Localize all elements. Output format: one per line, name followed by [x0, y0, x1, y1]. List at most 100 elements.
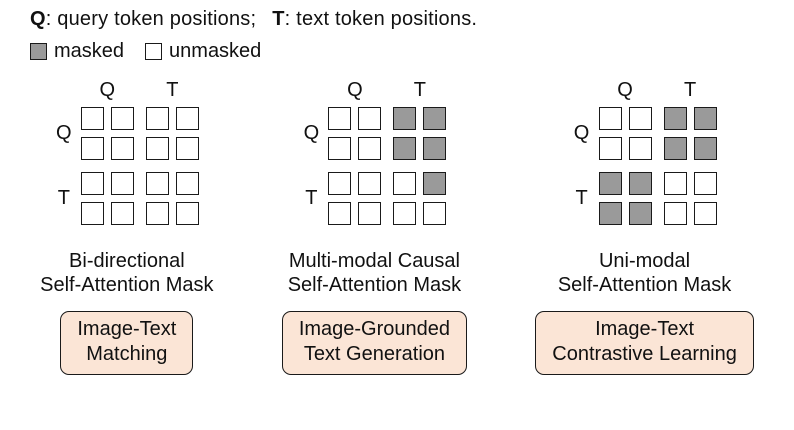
- mask-block: [80, 107, 134, 160]
- mask-block: [598, 107, 652, 160]
- unmasked-cell: [393, 172, 417, 195]
- unmasked-cell: [693, 172, 717, 195]
- mask-grid: [598, 107, 717, 225]
- col-label-t: T: [413, 79, 427, 101]
- mask-block: [663, 107, 717, 160]
- mask-block: [80, 172, 134, 225]
- mask-grid: [328, 107, 447, 225]
- panel-multimodal-causal: Q T Q T Multi-modal Causal Self-Attentio…: [281, 79, 468, 375]
- unmasked-cell: [80, 137, 104, 160]
- unmasked-cell: [110, 202, 134, 225]
- masked-cell: [598, 172, 622, 195]
- task-box-line2: Text Generation: [303, 342, 446, 365]
- masked-cell: [423, 137, 447, 160]
- unmasked-label: unmasked: [169, 40, 262, 62]
- row-label-q: Q: [56, 122, 72, 144]
- unmasked-cell: [663, 202, 687, 225]
- unmasked-cell: [598, 137, 622, 160]
- unmasked-cell: [145, 107, 169, 130]
- row-label-q: Q: [573, 122, 590, 144]
- caption-line1: Uni-modal: [598, 250, 691, 272]
- unmasked-cell: [598, 107, 622, 130]
- unmasked-cell: [175, 202, 199, 225]
- task-box-image-text-contrastive-learning: Image-Text Contrastive Learning: [535, 310, 754, 375]
- mask-caption: Uni-modal Self-Attention Mask: [558, 249, 731, 298]
- unmasked-cell: [328, 202, 352, 225]
- unmasked-cell: [358, 172, 382, 195]
- caption-line1: Multi-modal Causal: [288, 250, 460, 272]
- task-box-line1: Image-Text: [77, 317, 177, 340]
- mask-caption: Bi-directional Self-Attention Mask: [40, 249, 213, 298]
- row-label-t: T: [575, 187, 588, 209]
- unmasked-cell: [80, 172, 104, 195]
- mask-block: [328, 172, 382, 225]
- unmasked-cell: [328, 172, 352, 195]
- unmasked-cell: [80, 107, 104, 130]
- unmasked-cell: [110, 137, 134, 160]
- col-label-t: T: [166, 79, 179, 101]
- mask-block: [145, 172, 199, 225]
- unmasked-cell: [358, 107, 382, 130]
- unmasked-cell: [175, 107, 199, 130]
- caption-line2: Self-Attention Mask: [287, 274, 462, 297]
- mask-block: [393, 172, 447, 225]
- unmasked-cell: [145, 137, 169, 160]
- unmasked-cell: [80, 202, 104, 225]
- text-token-term: T: [272, 8, 285, 30]
- mask-block: [598, 172, 652, 225]
- unmasked-cell: [358, 202, 382, 225]
- unmasked-cell: [423, 202, 447, 225]
- unmasked-cell: [328, 107, 352, 130]
- column-labels: Q T: [328, 79, 446, 102]
- task-box-line1: Image-Grounded: [298, 317, 451, 340]
- col-label-q: Q: [617, 79, 633, 101]
- masked-cell: [393, 137, 417, 160]
- grid-row: Q T: [302, 107, 447, 225]
- row-label-q: Q: [303, 122, 320, 144]
- unmasked-cell: [110, 107, 134, 130]
- caption-line2: Self-Attention Mask: [557, 274, 732, 297]
- grid-row: Q T: [55, 107, 199, 225]
- task-box-line2: Matching: [86, 342, 168, 365]
- masked-cell: [628, 202, 652, 225]
- token-legend: Q: query token positions;T: text token p…: [0, 8, 794, 31]
- unmasked-cell: [145, 202, 169, 225]
- row-label-t: T: [57, 187, 70, 209]
- row-labels: Q T: [302, 107, 320, 225]
- masked-cell: [663, 107, 687, 130]
- mask-block: [393, 107, 447, 160]
- mask-grid: [80, 107, 199, 225]
- masked-cell: [663, 137, 687, 160]
- column-labels: Q T: [81, 79, 199, 102]
- masked-cell: [423, 107, 447, 130]
- unmasked-cell: [145, 172, 169, 195]
- task-box-image-text-matching: Image-Text Matching: [60, 310, 194, 375]
- query-token-desc: : query token positions;: [45, 8, 257, 30]
- unmasked-swatch-icon: [145, 43, 163, 60]
- mask-caption: Multi-modal Causal Self-Attention Mask: [288, 249, 461, 298]
- col-label-q: Q: [99, 79, 116, 101]
- column-labels: Q T: [599, 79, 717, 102]
- masked-cell: [423, 172, 447, 195]
- masked-cell: [393, 107, 417, 130]
- masked-cell: [693, 107, 717, 130]
- masked-cell: [628, 172, 652, 195]
- unmasked-cell: [328, 137, 352, 160]
- unmasked-cell: [693, 202, 717, 225]
- caption-line1: Bi-directional: [69, 250, 185, 272]
- task-box-image-grounded-text-generation: Image-Grounded Text Generation: [281, 310, 468, 375]
- col-label-q: Q: [347, 79, 363, 101]
- row-label-t: T: [305, 187, 318, 209]
- unmasked-cell: [628, 107, 652, 130]
- grid-row: Q T: [573, 107, 717, 225]
- panel-bidirectional: Q T Q T Bi-directional Self-Attention Ma…: [40, 79, 214, 375]
- masked-cell: [693, 137, 717, 160]
- unmasked-cell: [110, 172, 134, 195]
- col-label-t: T: [683, 79, 697, 101]
- mask-legend: masked unmasked: [0, 40, 794, 63]
- mask-block: [328, 107, 382, 160]
- task-box-line2: Contrastive Learning: [552, 342, 737, 365]
- mask-block: [663, 172, 717, 225]
- masked-swatch-icon: [30, 43, 47, 60]
